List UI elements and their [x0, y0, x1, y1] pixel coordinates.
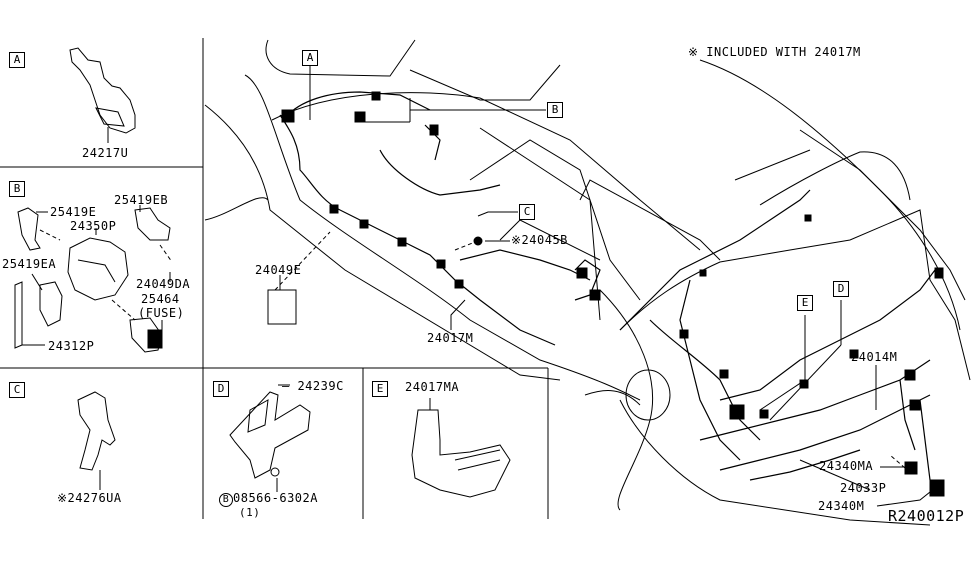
part-label-24033p[interactable]: 24033P	[840, 481, 887, 495]
part-label-fuse-note: (FUSE)	[138, 306, 185, 320]
part-label-24340m[interactable]: 24340M	[818, 499, 865, 513]
part-label-25464[interactable]: 25464	[141, 292, 180, 306]
part-label-24350p[interactable]: 24350P	[70, 219, 117, 233]
panel-b-tag: B	[9, 181, 25, 197]
part-label-24239c-text: 24239C	[297, 379, 344, 393]
harness-24017m-drawing	[279, 91, 941, 491]
part-label-24049e[interactable]: 24049E	[255, 263, 302, 277]
callout-a[interactable]: A	[302, 50, 318, 66]
part-label-24014m[interactable]: 24014M	[851, 350, 898, 364]
fuse-block-24017ma-drawing	[411, 398, 511, 498]
vehicle-body-outline	[204, 39, 971, 526]
callout-d[interactable]: D	[833, 281, 849, 297]
part-label-25419eb[interactable]: 25419EB	[114, 193, 169, 207]
connector-glyphs	[147, 91, 945, 497]
panel-a-tag: A	[9, 52, 25, 68]
part-label-25419ea[interactable]: 25419EA	[2, 257, 57, 271]
bracket-24239c-drawing	[229, 384, 311, 492]
panel-e-tag: E	[372, 381, 388, 397]
bracket-24217u-drawing	[69, 47, 136, 143]
part-label-24276ua[interactable]: ※24276UA	[57, 491, 122, 505]
part-label-08566-6302a-text: 08566-6302A	[233, 491, 318, 505]
part-label-24239c[interactable]: – 24239C	[282, 379, 344, 393]
part-label-24049da[interactable]: 24049DA	[136, 277, 191, 291]
panel-c-tag: C	[9, 382, 25, 398]
part-label-24017ma[interactable]: 24017MA	[405, 380, 460, 394]
part-label-25419e[interactable]: 25419E	[50, 205, 97, 219]
part-label-24017m[interactable]: 24017M	[427, 331, 474, 345]
callout-b[interactable]: B	[547, 102, 563, 118]
bolt-symbol-b: B	[219, 493, 233, 507]
included-note: ※ INCLUDED WITH 24017M	[688, 45, 861, 59]
callout-c[interactable]: C	[519, 204, 535, 220]
callout-e[interactable]: E	[797, 295, 813, 311]
part-label-24045b[interactable]: ※24045B	[511, 233, 568, 247]
panel-d-tag: D	[213, 381, 229, 397]
part-label-24217u[interactable]: 24217U	[82, 146, 129, 160]
part-label-24312p[interactable]: 24312P	[48, 339, 95, 353]
part-label-24340ma[interactable]: 24340MA	[819, 459, 874, 473]
quantity-label: (1)	[239, 506, 261, 519]
diagram-reference-code: R240012P	[888, 507, 965, 525]
clip-24276ua-drawing	[77, 391, 116, 490]
